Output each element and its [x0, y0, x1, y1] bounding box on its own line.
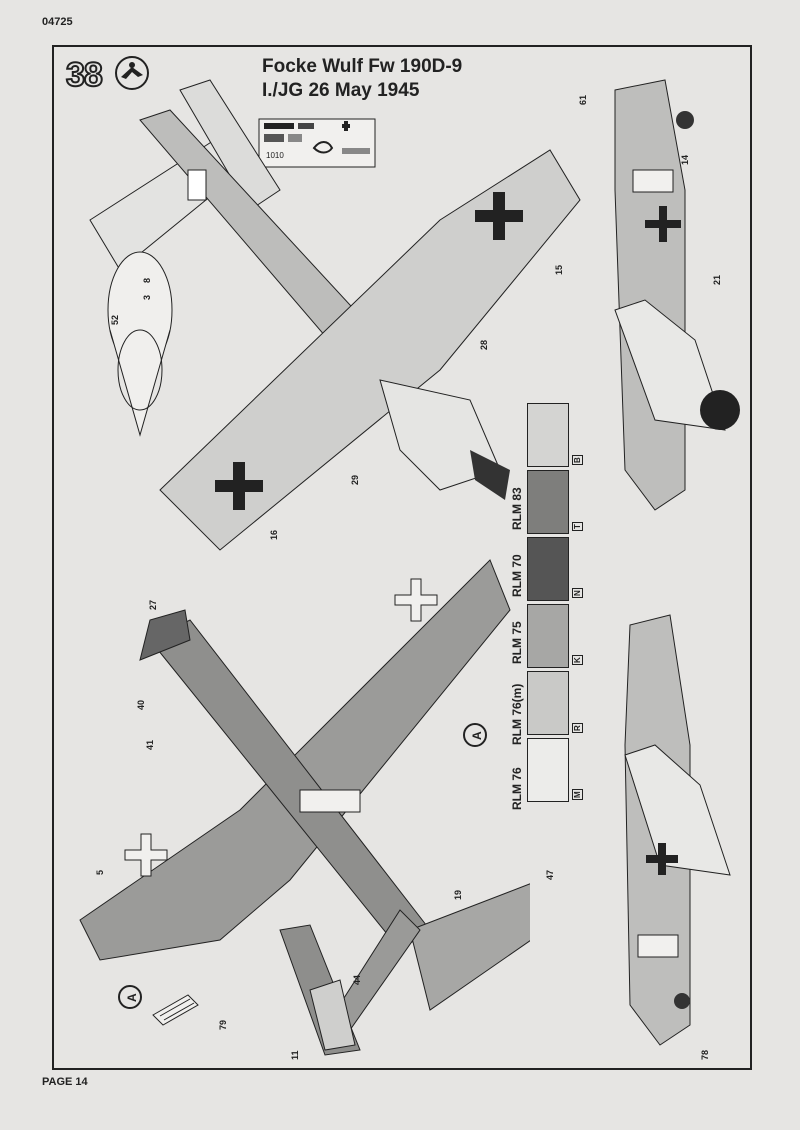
rudder-detail — [279, 924, 361, 1056]
aircraft-top-view — [89, 79, 581, 551]
callout-47: 44 — [352, 974, 362, 985]
callout-5: 5 — [95, 869, 105, 875]
callout-15: 15 — [554, 264, 564, 275]
code-b: B — [572, 455, 583, 465]
title-line-2: I./JG 26 May 1945 — [262, 80, 420, 101]
callout-41: 41 — [145, 739, 155, 750]
code-n: N — [572, 588, 583, 598]
callout-19: 19 — [453, 889, 463, 900]
callout-7: 8 — [142, 277, 152, 283]
swatch-rlm75 — [527, 604, 569, 668]
canopy-detail — [107, 251, 173, 437]
swatch-rlm76 — [527, 738, 569, 802]
code-k: K — [572, 655, 583, 665]
color-label-rlm83: RLM 83 — [510, 487, 524, 530]
document-code: 04725 — [42, 16, 73, 28]
callout-23: 21 — [712, 274, 722, 285]
callout-17: 16 — [269, 529, 279, 540]
callout-29: 29 — [350, 474, 360, 485]
page-frame — [52, 45, 752, 1070]
callout-28: 27 — [148, 599, 158, 610]
view-marker-a-left-label: A — [125, 993, 139, 1002]
title-line-1: Focke Wulf Fw 190D-9 — [262, 56, 463, 77]
callout-75: 52 — [110, 314, 120, 325]
callout-27: 28 — [479, 339, 489, 350]
svg-text:1010: 1010 — [266, 151, 284, 160]
swatch-rlm70 — [527, 537, 569, 601]
swatch-b — [527, 403, 569, 467]
view-marker-a-left — [118, 985, 142, 1009]
callout-78: 78 — [700, 1049, 710, 1060]
page-number: PAGE 14 — [42, 1076, 88, 1088]
swatch-rlm83 — [527, 470, 569, 534]
callout-3: 3 — [142, 294, 152, 300]
aircraft-bottom-view — [79, 559, 530, 1031]
page-title: Focke Wulf Fw 190D-9 I./JG 26 May 1945 — [262, 55, 462, 103]
code-t: T — [572, 522, 583, 531]
callout-61: 61 — [578, 94, 588, 105]
swatch-rlm76m — [527, 671, 569, 735]
exhaust-detail — [152, 994, 199, 1026]
step-icon — [115, 56, 149, 90]
callout-80: 79 — [218, 1019, 228, 1030]
aircraft-side-view-right — [624, 614, 731, 1046]
step-number: 38 — [65, 55, 104, 95]
code-r: R — [572, 723, 583, 733]
view-marker-a-right — [463, 723, 487, 747]
aircraft-side-view-left — [614, 79, 740, 511]
callout-14: 14 — [680, 154, 690, 165]
callout-40: 40 — [136, 699, 146, 710]
callout-56: 47 — [545, 869, 555, 880]
color-swatches — [527, 403, 569, 802]
decal-sheet-thumbnail: 1010 — [258, 118, 376, 168]
code-m: M — [572, 789, 583, 800]
view-marker-a-right-label: A — [470, 731, 484, 740]
callout-11: 11 — [290, 1050, 300, 1060]
